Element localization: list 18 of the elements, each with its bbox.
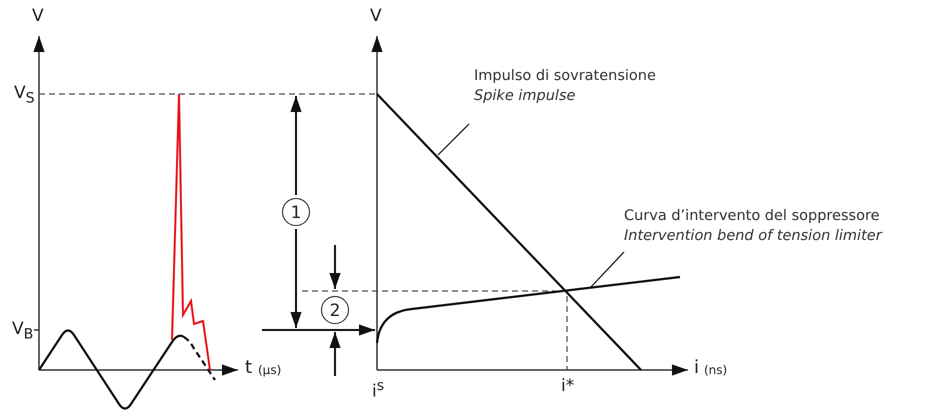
axis-label: i [694, 359, 700, 377]
leader-line [590, 252, 624, 288]
callout-number: 1 [282, 198, 310, 226]
axis-label: t [245, 359, 252, 377]
axis-label: V [32, 7, 44, 25]
unit-label: (µs) [258, 362, 282, 379]
axis-label: i$^{s}$ [372, 377, 384, 401]
axis-label: V [370, 7, 382, 25]
axis-label: V$_{B}$ [12, 320, 34, 344]
annotation-title: Impulso di sovratensione [474, 67, 656, 86]
unit-label: (ns) [704, 362, 728, 379]
annotation-translation: Spike impulse [474, 87, 576, 106]
axis-label: i* [561, 377, 574, 395]
annotation-title: Curva d’intervento del soppressore [624, 207, 881, 226]
annotation-translation: Intervention bend of tension limiter [624, 227, 882, 246]
callout-number: 2 [321, 296, 349, 324]
axis-label: V$_{S}$ [14, 84, 35, 108]
leader-line [438, 124, 470, 156]
